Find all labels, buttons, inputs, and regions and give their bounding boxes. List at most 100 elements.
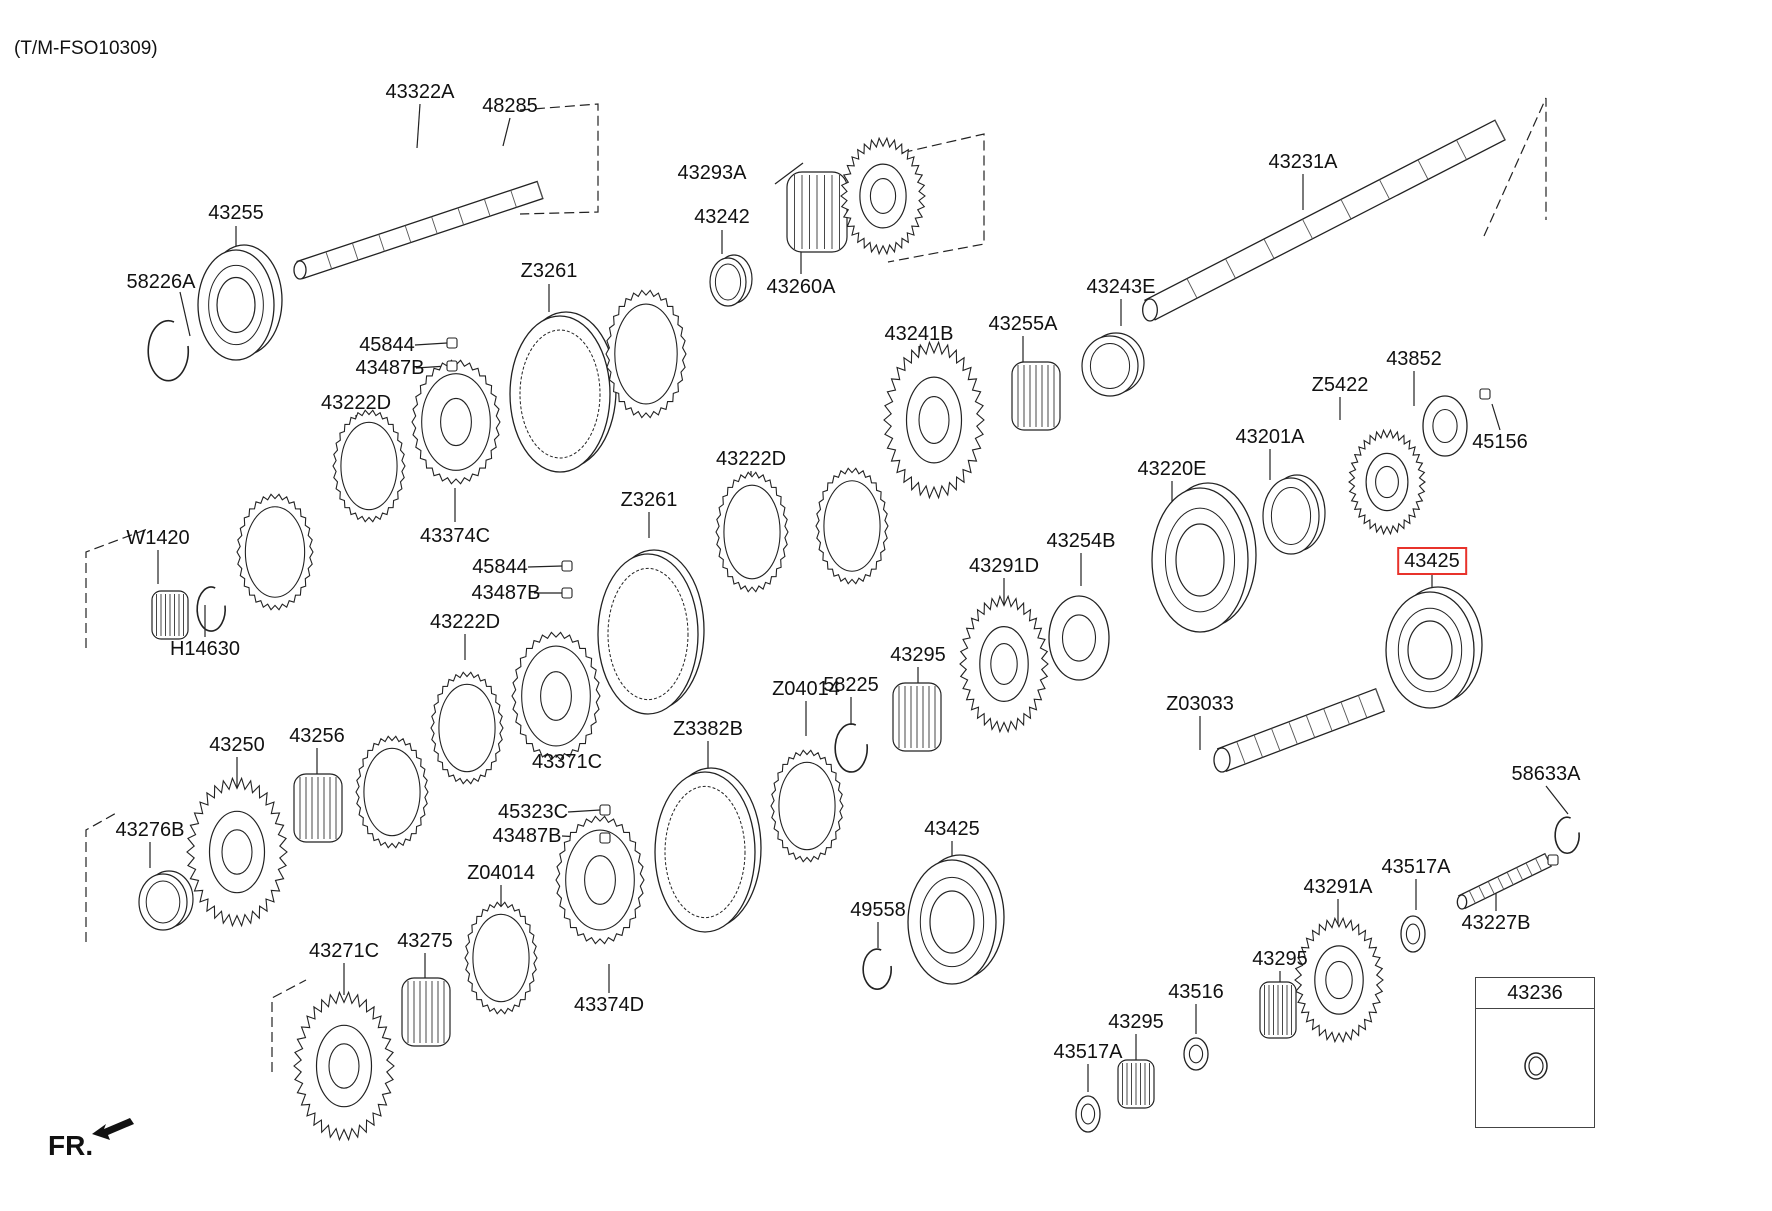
- pin-part: [1547, 854, 1559, 866]
- ring-part: [236, 493, 314, 611]
- part-number-label[interactable]: 43260A: [766, 276, 836, 298]
- sleeve-part: [654, 767, 762, 933]
- needle-part: [293, 773, 343, 843]
- needle-part: [786, 171, 848, 253]
- part-number-label[interactable]: 43291D: [968, 555, 1040, 577]
- snap-part: [196, 586, 226, 632]
- front-direction-label: FR.: [48, 1130, 94, 1161]
- ring-part: [464, 901, 538, 1015]
- pin-part: [599, 804, 611, 816]
- shaft: [1456, 852, 1552, 910]
- ring-part: [355, 735, 429, 849]
- part-number-label[interactable]: 43243E: [1086, 276, 1156, 298]
- sleeve-part: [597, 549, 705, 715]
- part-number-label[interactable]: 43271C: [308, 940, 380, 962]
- part-number-label[interactable]: 43220E: [1137, 458, 1207, 480]
- part-number-label[interactable]: 43517A: [1381, 856, 1451, 878]
- hub-part: [511, 631, 601, 761]
- part-number-label[interactable]: W1420: [126, 527, 190, 549]
- part-number-label[interactable]: 43295: [1108, 1011, 1164, 1033]
- gear-part: [840, 136, 926, 256]
- part-number-label[interactable]: Z04014: [467, 862, 535, 884]
- washer-part: [1183, 1037, 1209, 1071]
- part-number-label[interactable]: 43256: [289, 725, 345, 747]
- part-number-label[interactable]: 45844: [359, 334, 415, 356]
- part-number-label[interactable]: 43276B: [115, 819, 185, 841]
- part-number-label[interactable]: 43250: [209, 734, 265, 756]
- part-number-label[interactable]: 43222D: [715, 448, 787, 470]
- gear-part: [186, 776, 288, 928]
- part-number-label[interactable]: 43322A: [385, 81, 455, 103]
- needle-part: [1259, 981, 1297, 1039]
- part-number-label[interactable]: 43291A: [1303, 876, 1373, 898]
- part-number-label[interactable]: 43222D: [320, 392, 392, 414]
- gear-part: [293, 990, 395, 1142]
- part-number-label[interactable]: Z3382B: [672, 718, 744, 740]
- part-number-label[interactable]: 43275: [397, 930, 453, 952]
- bearing-part: [197, 244, 283, 361]
- part-number-label[interactable]: 43227B: [1461, 912, 1531, 934]
- snap-part: [862, 948, 892, 990]
- gear-part: [1348, 428, 1426, 536]
- gear-part: [959, 594, 1049, 734]
- part-number-label[interactable]: 58633A: [1511, 763, 1581, 785]
- washer-part: [1400, 915, 1426, 953]
- shim-icon: [1524, 1052, 1548, 1080]
- snap-part: [147, 319, 190, 382]
- part-number-label[interactable]: 48285: [482, 95, 538, 117]
- inset-part-label[interactable]: 43236: [1476, 978, 1594, 1009]
- part-number-label[interactable]: 43295: [890, 644, 946, 666]
- leader-line: [1491, 403, 1501, 431]
- ring-part: [332, 409, 406, 523]
- ring-part: [715, 471, 789, 593]
- part-number-label[interactable]: 43371C: [531, 751, 603, 773]
- leader-line: [416, 103, 421, 149]
- part-number-label[interactable]: Z04014: [772, 678, 840, 700]
- part-number-label[interactable]: 43293A: [677, 162, 747, 184]
- part-number-label[interactable]: 43374C: [419, 525, 491, 547]
- part-number-label[interactable]: 43374D: [573, 994, 645, 1016]
- group-bracket: [85, 811, 119, 942]
- part-number-label[interactable]: Z03033: [1166, 693, 1234, 715]
- part-number-label[interactable]: 43295: [1252, 948, 1308, 970]
- part-number-label[interactable]: Z3261: [520, 260, 578, 282]
- group-bracket: [519, 103, 599, 215]
- part-number-label[interactable]: Z3261: [620, 489, 678, 511]
- gear-part: [1294, 916, 1384, 1044]
- snap-part: [834, 723, 868, 773]
- part-number-label[interactable]: 43516: [1168, 981, 1224, 1003]
- ring-part: [770, 749, 844, 863]
- shaft: [293, 180, 544, 280]
- part-number-label[interactable]: 43425: [1397, 547, 1467, 575]
- part-number-label[interactable]: 43222D: [429, 611, 501, 633]
- part-number-label[interactable]: H14630: [169, 638, 241, 660]
- part-number-label[interactable]: 58226A: [126, 271, 196, 293]
- bush-part: [138, 870, 194, 931]
- pin-part: [446, 360, 458, 372]
- group-bracket: [1483, 97, 1547, 237]
- part-number-label[interactable]: 43852: [1386, 348, 1442, 370]
- part-number-label[interactable]: 49558: [850, 899, 906, 921]
- part-number-label[interactable]: 43241B: [884, 323, 954, 345]
- leader-line: [502, 117, 511, 147]
- bearing-part: [1385, 586, 1483, 709]
- part-number-label[interactable]: 43487B: [492, 825, 562, 847]
- part-number-label[interactable]: 45323C: [497, 801, 569, 823]
- part-number-label[interactable]: 43254B: [1046, 530, 1116, 552]
- part-number-label[interactable]: 43242: [694, 206, 750, 228]
- part-number-label[interactable]: 45844: [472, 556, 528, 578]
- part-number-label[interactable]: 43517A: [1053, 1041, 1123, 1063]
- pin-part: [561, 560, 573, 572]
- part-number-label[interactable]: 43487B: [471, 582, 541, 604]
- part-number-label[interactable]: 43231A: [1268, 151, 1338, 173]
- part-number-label[interactable]: 43201A: [1235, 426, 1305, 448]
- part-number-label[interactable]: 43425: [924, 818, 980, 840]
- part-number-label[interactable]: 43487B: [355, 357, 425, 379]
- part-number-label[interactable]: 43255A: [988, 313, 1058, 335]
- pin-part: [561, 587, 573, 599]
- part-number-label[interactable]: 58225: [823, 674, 879, 696]
- part-number-label[interactable]: 45156: [1472, 431, 1528, 453]
- part-number-label[interactable]: Z5422: [1311, 374, 1369, 396]
- part-number-label[interactable]: 43255: [208, 202, 264, 224]
